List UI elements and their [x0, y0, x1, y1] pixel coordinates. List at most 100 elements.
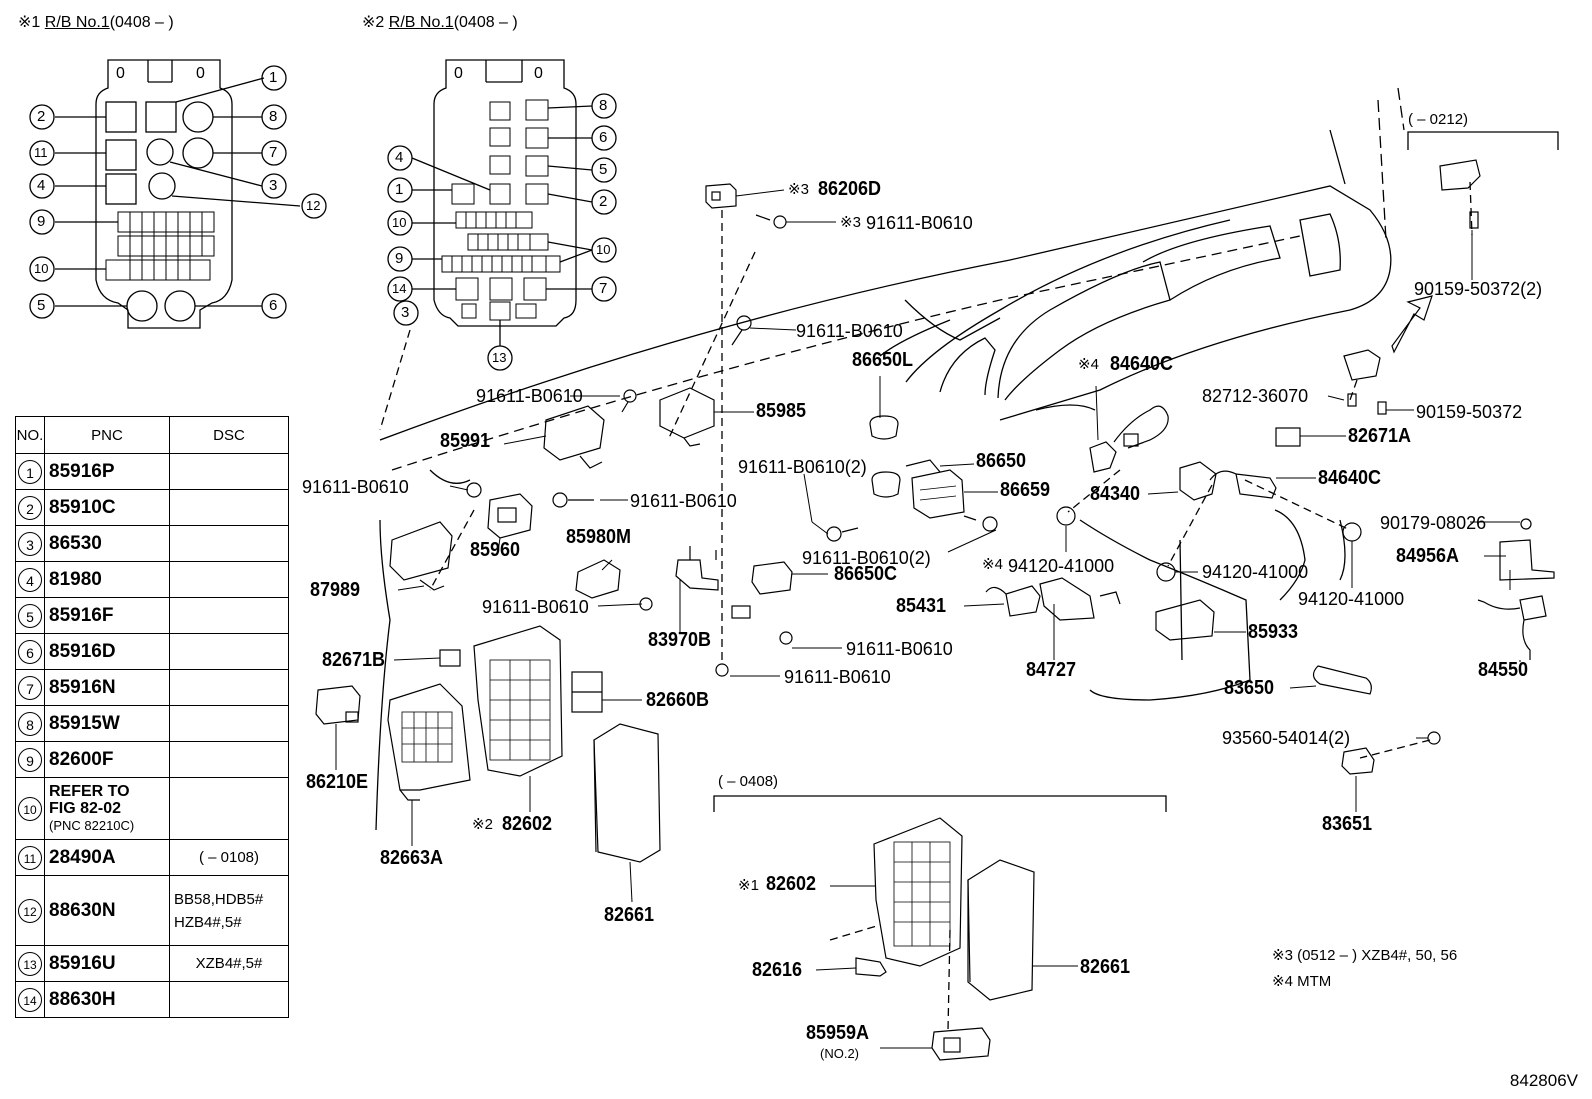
callout-6: 6 — [269, 297, 278, 314]
part-91611-B0610-e: 91611-B0610 — [630, 491, 737, 511]
part-94120-41000-b: 94120-41000 — [1202, 562, 1309, 582]
diagram-reference: 842806V — [1509, 1071, 1578, 1090]
part-84956A: 84956A — [1396, 545, 1460, 567]
part-85960: 85960 — [470, 539, 521, 561]
callout-8: 8 — [269, 108, 278, 125]
legend-no: 7 — [18, 675, 42, 700]
legend-dsc-multi: BB58,HDB5# HZB4#,5# — [169, 875, 289, 946]
part-94120-41000-c: 94120-41000 — [1298, 589, 1405, 609]
part-82663A: 82663A — [380, 847, 444, 869]
callout-r14: 14 — [392, 281, 407, 296]
part-82660B: 82660B — [646, 689, 710, 711]
callout-r10a: 10 — [392, 215, 407, 230]
legend-no: 6 — [18, 639, 42, 664]
callout-3: 3 — [269, 177, 278, 194]
callout-12: 12 — [306, 198, 321, 213]
mark-4a: ※4 — [1078, 356, 1099, 373]
callout-r3: 3 — [401, 304, 410, 321]
legend-pnc: 88630H — [44, 981, 170, 1018]
legend-pnc: 85916P — [44, 453, 170, 490]
part-93560-54014-2: 93560-54014(2) — [1222, 728, 1351, 748]
legend-no: 2 — [18, 495, 42, 520]
svg-text:0: 0 — [534, 65, 543, 82]
mark-2: ※2 — [472, 816, 493, 833]
legend-pnc: 28490A — [44, 839, 170, 876]
legend-no: 4 — [18, 567, 42, 592]
part-82671B: 82671B — [322, 649, 386, 671]
part-91611-B0610-2a: 91611-B0610(2) — [738, 457, 867, 477]
header-rb1-right-name: R/B No.1 — [388, 14, 454, 31]
legend-dsc — [169, 777, 289, 840]
callout-r5: 5 — [599, 161, 608, 178]
legend-pnc: 85910C — [44, 489, 170, 526]
callout-r1: 1 — [395, 181, 404, 198]
part-90159-50372: 90159-50372 — [1416, 402, 1523, 422]
part-82616: 82616 — [752, 959, 803, 981]
callout-r7: 7 — [599, 280, 608, 297]
legend-no: 8 — [18, 711, 42, 736]
mark-3a: ※3 — [788, 181, 809, 198]
callout-r8: 8 — [599, 97, 608, 114]
legend-col-no: NO. — [15, 416, 45, 454]
legend-no: 9 — [18, 747, 42, 772]
part-90179-08026: 90179-08026 — [1380, 513, 1487, 533]
range-bracket-0408 — [713, 795, 1167, 812]
legend-no: 13 — [18, 951, 42, 976]
header-rb1-right: ※2 R/B No.1(0408 – ) — [362, 14, 518, 31]
part-86206D: 86206D — [818, 178, 882, 200]
legend-pnc: 85916D — [44, 633, 170, 670]
part-85985: 85985 — [756, 400, 807, 422]
legend-dsc-l1: BB58,HDB5# — [174, 890, 264, 908]
part-91611-B0610-c: 91611-B0610 — [476, 386, 583, 406]
legend-dsc — [169, 489, 289, 526]
legend-dsc — [169, 453, 289, 490]
part-82602-a: 82602 — [502, 813, 553, 835]
part-86650C: 86650C — [834, 563, 898, 585]
part-91611-B0610-a: 91611-B0610 — [866, 213, 973, 233]
part-82671A: 82671A — [1348, 425, 1412, 447]
part-84640C-a: 84640C — [1110, 353, 1174, 375]
part-86650: 86650 — [976, 450, 1027, 472]
legend-header-row: NO. PNC DSC — [15, 416, 289, 454]
range-label-0212: ( – 0212) — [1408, 111, 1469, 128]
legend-no: 12 — [18, 898, 42, 923]
callout-4: 4 — [37, 177, 46, 194]
callout-r4: 4 — [395, 149, 404, 166]
range-label-0408: ( – 0408) — [718, 773, 779, 790]
legend-dsc — [169, 561, 289, 598]
callout-10: 10 — [34, 261, 49, 276]
legend-dsc — [169, 705, 289, 742]
legend-pnc: 85916F — [44, 597, 170, 634]
legend-row: 10 REFER TO FIG 82-02 (PNC 82210C) — [15, 777, 289, 840]
legend-no: 10 — [18, 796, 42, 821]
part-82602-b: 82602 — [766, 873, 817, 895]
callout-9: 9 — [37, 213, 46, 230]
legend-dsc — [169, 633, 289, 670]
part-85991: 85991 — [440, 430, 491, 452]
callout-5: 5 — [37, 297, 46, 314]
callout-circles — [29, 65, 617, 371]
svg-text:0: 0 — [116, 65, 125, 82]
legend-dsc — [169, 525, 289, 562]
part-86650L: 86650L — [852, 349, 914, 371]
legend-col-dsc: DSC — [169, 416, 289, 454]
legend-pnc: 85916N — [44, 669, 170, 706]
legend-no: 11 — [18, 845, 42, 870]
part-85933: 85933 — [1248, 621, 1299, 643]
callout-r6: 6 — [599, 129, 608, 146]
part-91611-B0610-b: 91611-B0610 — [796, 321, 903, 341]
part-91611-B0610-g: 91611-B0610 — [846, 639, 953, 659]
part-84727: 84727 — [1026, 659, 1077, 681]
part-82661-a: 82661 — [604, 904, 655, 926]
legend-pnc-ref-l3: (PNC 82210C) — [49, 817, 135, 833]
